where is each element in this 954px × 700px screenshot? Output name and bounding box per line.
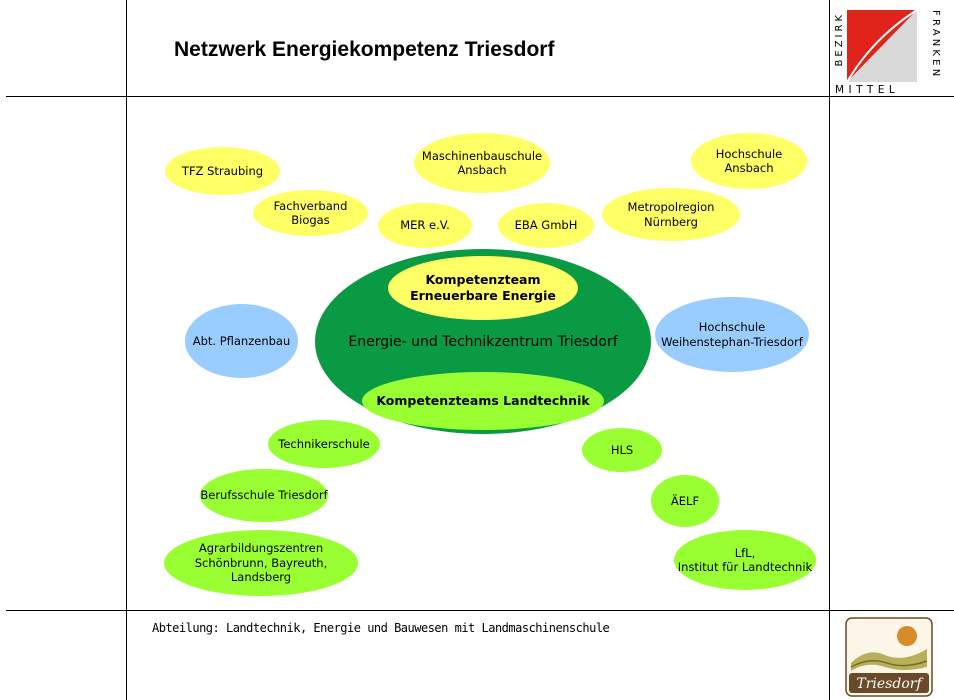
partner-lfl-institut-landtechnik: LfL, Institut für Landtechnik [674,530,816,590]
partner-mer: MER e.V. [378,203,472,248]
partner-hochschule-ansbach: Hochschule Ansbach [691,133,807,189]
divider-left [126,0,127,700]
center-label: Energie- und Technikzentrum Triesdorf [348,334,618,350]
partner-abt-pflanzenbau: Abt. Pflanzenbau [185,304,298,378]
svg-text:Triesdorf: Triesdorf [856,676,924,692]
partner-berufsschule-triesdorf: Berufsschule Triesdorf [200,469,328,522]
page-title: Netzwerk Energiekompetenz Triesdorf [174,38,555,61]
svg-text:MITTEL: MITTEL [835,84,899,96]
triesdorf-logo: Triesdorf [845,617,933,697]
kompetenzteam-erneuerbare-energie: Kompetenzteam Erneuerbare Energie [388,256,578,320]
svg-text:BEZIRK: BEZIRK [834,12,845,66]
partner-metropolregion-nuernberg: Metropolregion Nürnberg [602,188,740,241]
partner-maschinenbauschule-ansbach: Maschinenbauschule Ansbach [414,133,550,193]
partner-technikerschule: Technikerschule [268,420,380,468]
partner-fachverband-biogas: Fachverband Biogas [253,190,368,236]
svg-text:FRANKEN: FRANKEN [930,10,941,79]
divider-right [829,0,830,700]
partner-hls: HLS [582,428,662,472]
kompetenzteams-landtechnik: Kompetenzteams Landtechnik [362,372,604,430]
bezirk-mittelfranken-logo: BEZIRK MITTEL FRANKEN [834,9,941,96]
divider-header [6,96,954,97]
partner-hochschule-weihenstephan-triesdorf: Hochschule Weihenstephan-Triesdorf [655,297,809,372]
footer-abteilung: Abteilung: Landtechnik, Energie und Bauw… [152,621,610,635]
divider-footer [6,610,954,611]
partner-eba-gmbh: EBA GmbH [498,203,594,248]
partner-agrarbildungszentren: Agrarbildungszentren Schönbrunn, Bayreut… [164,530,358,596]
partner-tfz-straubing: TFZ Straubing [165,147,280,195]
partner-aelf: ÄELF [651,475,719,527]
